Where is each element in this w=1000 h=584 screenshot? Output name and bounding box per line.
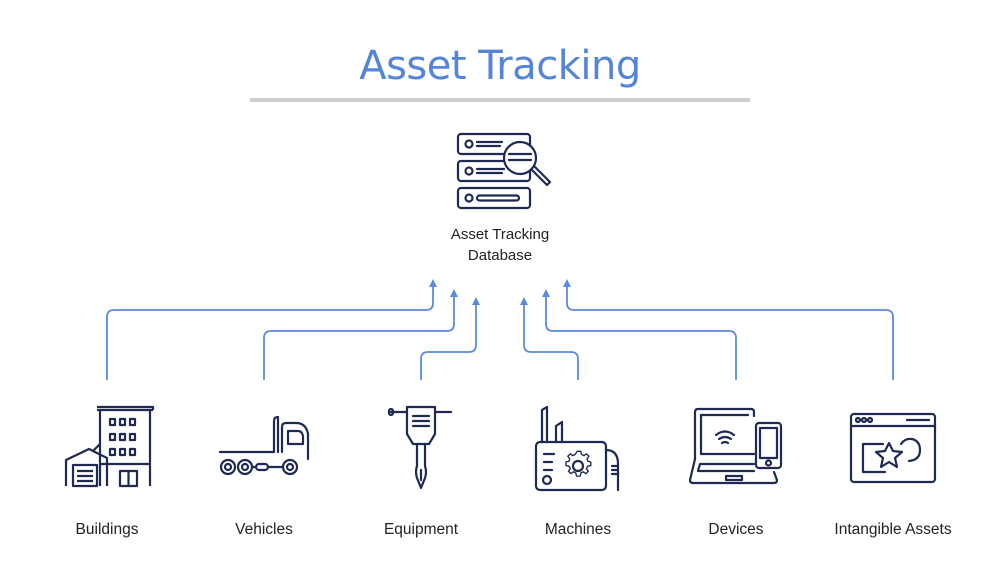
connector-buildings	[106, 279, 437, 380]
asset-label-machines: Machines	[544, 521, 612, 538]
laptop-phone-icon	[688, 407, 783, 485]
connector-devices	[542, 289, 737, 380]
buildings-icon	[64, 405, 155, 488]
connector-vehicles	[263, 289, 458, 380]
connector-intangible-assets	[563, 279, 894, 380]
database-label-line1: Asset Tracking	[450, 226, 550, 243]
title-divider	[250, 98, 750, 102]
database-search-icon	[456, 132, 552, 210]
asset-label-devices: Devices	[708, 521, 764, 538]
database-label: Asset Tracking Database	[400, 224, 600, 266]
connector-equipment	[420, 297, 480, 380]
asset-label-equipment: Equipment	[383, 521, 459, 538]
machine-gear-icon	[534, 405, 620, 492]
page-title: Asset Tracking	[359, 43, 641, 89]
asset-label-buildings: Buildings	[75, 521, 139, 538]
asset-label-intangible-assets: Intangible Assets	[834, 521, 952, 538]
jackhammer-icon	[387, 405, 453, 490]
asset-label-vehicles: Vehicles	[235, 521, 293, 538]
database-label-line2: Database	[467, 247, 533, 264]
truck-icon	[218, 415, 310, 476]
connector-machines	[520, 297, 579, 380]
browser-star-icon	[849, 412, 937, 484]
